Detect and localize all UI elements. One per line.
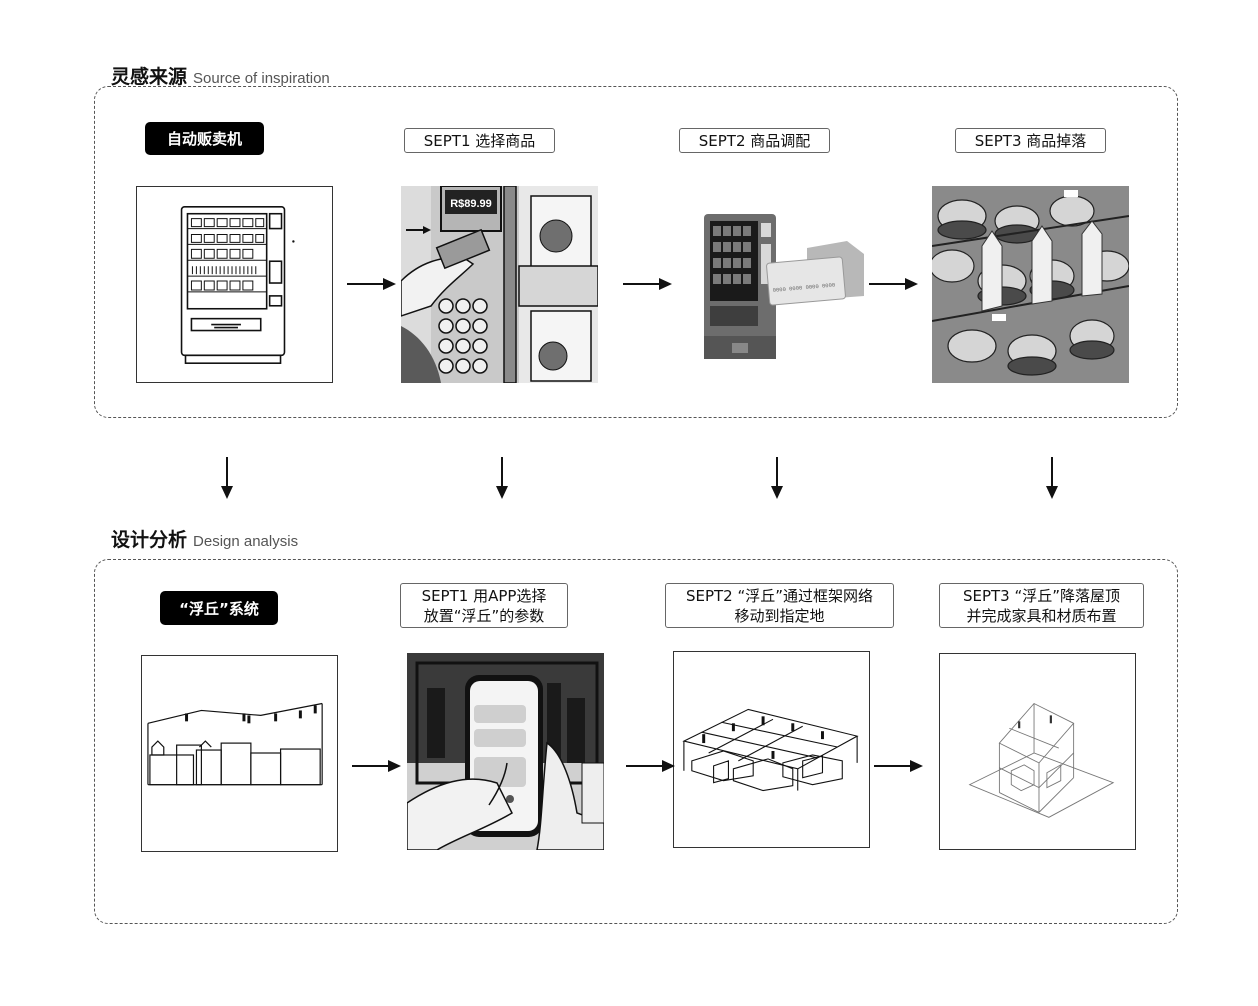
house-frame-illustration [939,653,1136,850]
step-label-sept3-drop: SEPT3 商品掉落 [955,128,1106,153]
card-payment-illustration: R$89.99 [401,186,598,383]
vending-card-illustration: 0000 0000 0000 0000 [672,186,869,383]
vending-machine-icon [180,206,295,364]
frame-network-illustration [673,651,870,848]
sept1-app-line1: SEPT1 用APP选择 [421,586,547,605]
inspiration-title-en: Source of inspiration [193,70,330,87]
inspiration-section-title: 灵感来源 Source of inspiration [111,62,330,89]
step-label-sept2-dispatch: SEPT2 商品调配 [679,128,830,153]
cans-shelf-illustration [932,186,1129,383]
vending-shelves [187,218,267,293]
sept3-land-line1: SEPT3 “浮丘”降落屋顶 [962,586,1121,605]
arrow-right-6 [872,758,924,774]
step-label-sept1-select: SEPT1 选择商品 [404,128,555,153]
inspiration-frame [94,86,1178,418]
step-label-sept1-app: SEPT1 用APP选择 放置“浮丘”的参数 [400,583,568,628]
arrow-right-4 [350,758,402,774]
design-frame [94,559,1178,924]
floating-system-illustration [141,655,338,852]
step-label-sept2-frame: SEPT2 “浮丘”通过框架网络 移动到指定地 [665,583,894,628]
sept2-frame-line1: SEPT2 “浮丘”通过框架网络 [685,586,874,605]
arrow-down-4 [1044,456,1060,500]
arrow-right-3 [867,276,919,292]
step-label-vending-machine: 自动贩卖机 [145,122,264,155]
inspiration-title-cn: 灵感来源 [111,66,188,88]
step-label-sept3-land: SEPT3 “浮丘”降落屋顶 并完成家具和材质布置 [939,583,1144,628]
vending-card-icon: 0000 0000 0000 0000 [704,214,864,359]
arrow-down-2 [494,456,510,500]
floating-system-elevation [147,702,323,786]
cans-shelf-scene [932,186,1129,383]
frame-network-axonometric [682,708,859,792]
phone-app-scene [407,653,604,850]
vending-machine-illustration [136,186,333,383]
sept1-app-line2: 放置“浮丘”的参数 [423,606,545,625]
card-payment-scene: R$89.99 [401,186,598,383]
sept3-land-line2: 并完成家具和材质布置 [966,606,1117,625]
arrow-right-2 [621,276,673,292]
arrow-right-1 [345,276,397,292]
house-frame-axonometric [968,702,1115,818]
arrow-down-1 [219,456,235,500]
design-title-en: Design analysis [193,533,299,550]
price-sign-text: R$89.99 [450,198,492,210]
design-title-cn: 设计分析 [111,529,188,551]
design-section-title: 设计分析 Design analysis [111,525,298,552]
step-label-floating-system: “浮丘”系统 [160,591,278,625]
phone-app-illustration [407,653,604,850]
sept2-frame-line2: 移动到指定地 [734,606,825,625]
arrow-right-5 [624,758,676,774]
arrow-down-3 [769,456,785,500]
